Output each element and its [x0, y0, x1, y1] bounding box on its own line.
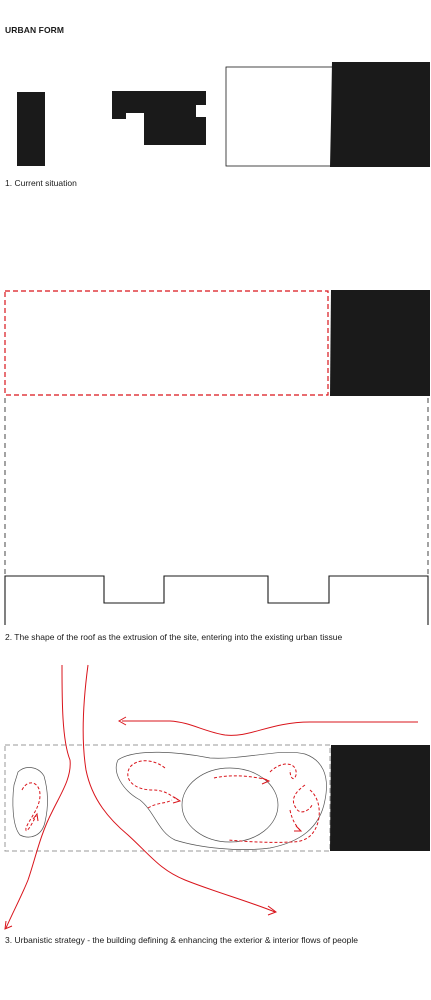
panel-roof-extrusion	[4, 290, 430, 625]
flow-arrow-left-head	[4, 920, 13, 930]
flow-arrow-diagonal-head	[267, 905, 278, 916]
panel-current-situation	[17, 62, 430, 167]
inner-flow-1	[127, 760, 179, 801]
roof-extrusion-outline	[4, 290, 329, 396]
inner-arrowhead-4	[294, 825, 303, 832]
inner-flow-5	[292, 784, 313, 813]
existing-building-block-3	[330, 745, 430, 851]
site-boundary-dashed	[4, 744, 331, 852]
inner-flow-7	[289, 809, 301, 831]
building-irregular-block	[112, 91, 206, 145]
inner-flow-left	[21, 782, 41, 832]
page-title: URBAN FORM	[5, 25, 65, 35]
caption-urbanistic-strategy: 3. Urbanistic strategy - the building de…	[5, 935, 358, 945]
inner-flow-6	[227, 789, 320, 843]
inner-flow-4	[269, 763, 297, 780]
inner-arrowhead-2	[261, 777, 271, 785]
roof-section-profile	[4, 575, 429, 625]
flow-arrow-left	[5, 664, 71, 929]
inner-flow-3	[213, 775, 269, 781]
flow-arrow-top-head	[117, 716, 127, 726]
courtyard-outline	[181, 767, 279, 843]
building-narrow-block	[17, 92, 45, 166]
flow-arrow-top	[122, 720, 418, 736]
flow-arrow-diagonal	[82, 664, 276, 913]
existing-building-block	[330, 62, 430, 167]
panel-urbanistic-strategy	[4, 664, 430, 930]
small-volume-outline	[12, 767, 48, 838]
caption-roof-extrusion: 2. The shape of the roof as the extrusio…	[5, 632, 343, 642]
inner-arrowhead-3	[32, 812, 39, 822]
inner-flow-2	[147, 799, 173, 809]
caption-current-situation: 1. Current situation	[5, 178, 77, 188]
site-outline	[225, 66, 335, 167]
main-volume-outline	[116, 751, 327, 850]
inner-arrowhead-1	[172, 796, 182, 804]
existing-building-block-2	[330, 290, 430, 396]
